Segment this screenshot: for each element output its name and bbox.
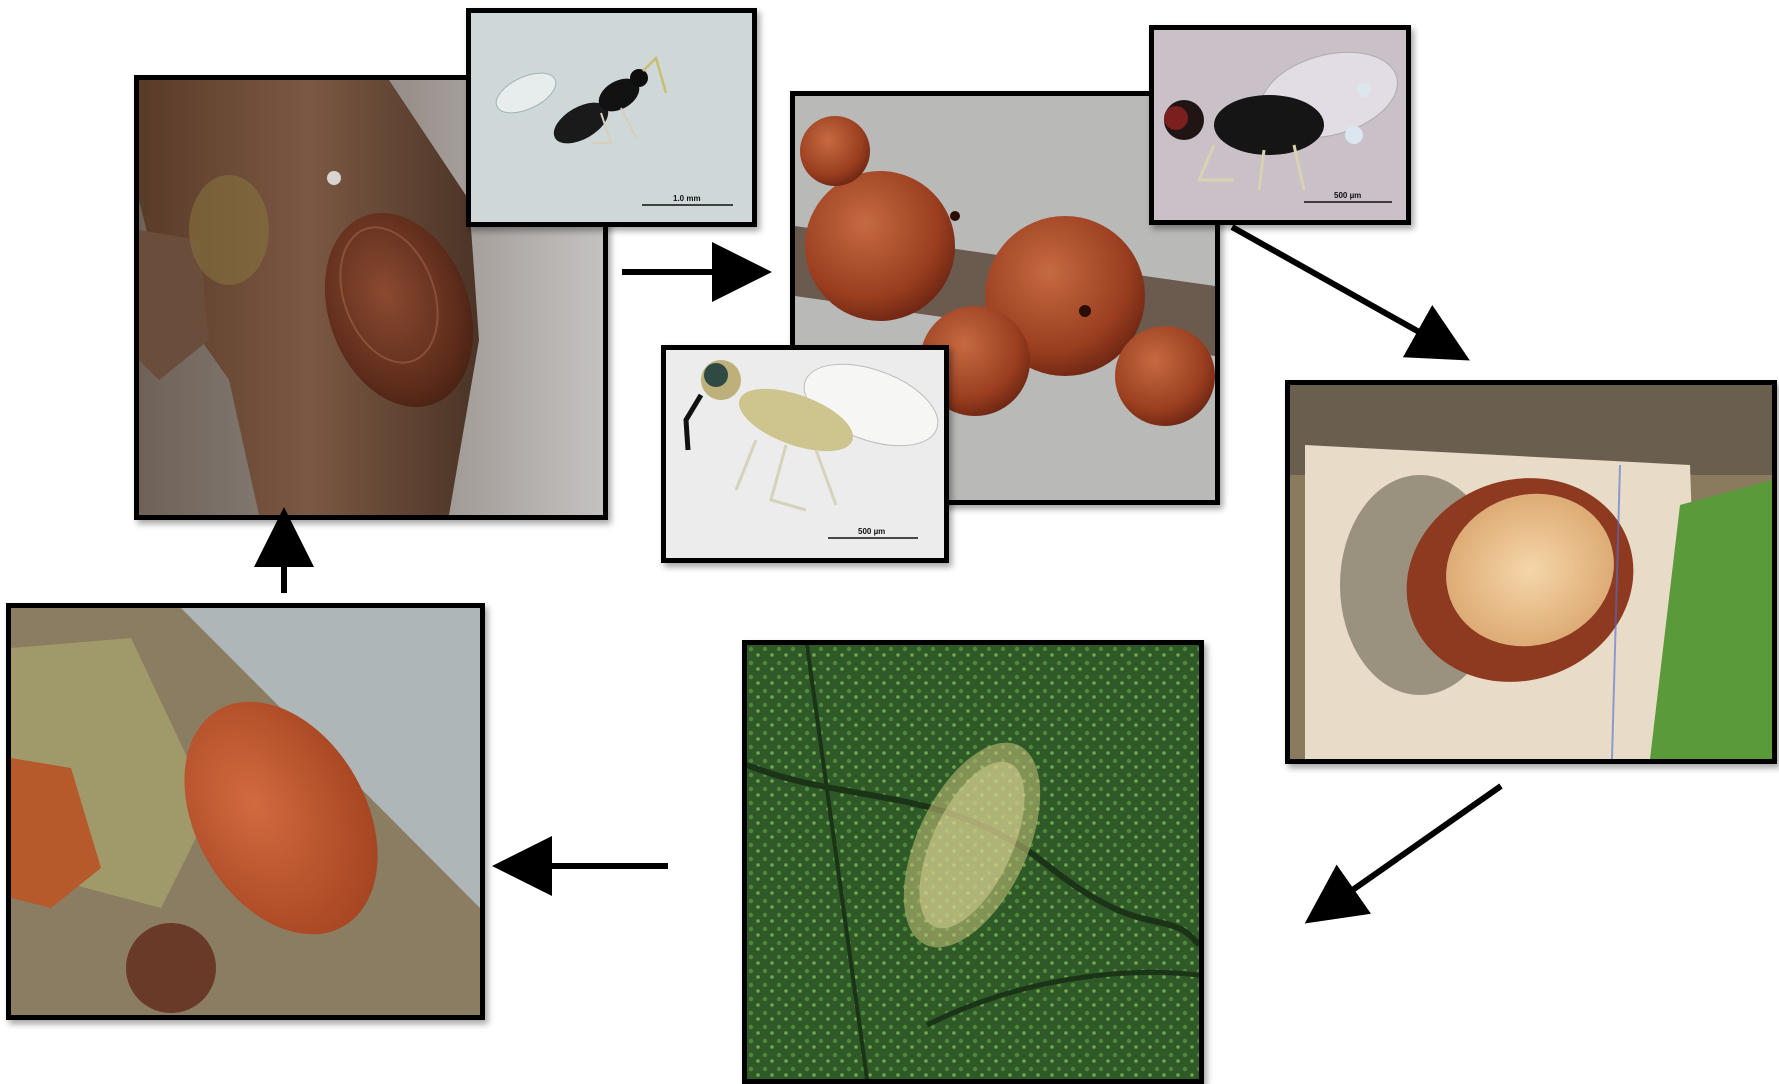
adult-wasp-photo-3: 500 µm	[661, 345, 949, 563]
adult-wasp-photo-1: 1.0 mm	[466, 8, 757, 227]
adult-wasp-photo-2: 500 µm	[1149, 25, 1411, 225]
wasp-black-illustration: 1.0 mm	[471, 13, 752, 222]
young-scale-illustration	[11, 608, 480, 1015]
scale-bar-label: 500 µm	[858, 527, 885, 536]
eggs-illustration	[1290, 385, 1772, 759]
wasp-red-eye-illustration: 500 µm	[1154, 30, 1406, 220]
eggs-under-scale-photo	[1285, 380, 1777, 764]
wasp-pale-illustration: 500 µm	[666, 350, 944, 558]
young-scale-photo	[6, 603, 485, 1020]
arrow-down-right	[1232, 227, 1428, 337]
scale-bar-label: 1.0 mm	[673, 194, 701, 203]
crawler-illustration	[747, 645, 1199, 1079]
arrow-down-left	[1344, 786, 1501, 896]
scale-bar-label: 500 µm	[1334, 191, 1361, 200]
crawler-on-leaf-photo	[742, 640, 1204, 1084]
